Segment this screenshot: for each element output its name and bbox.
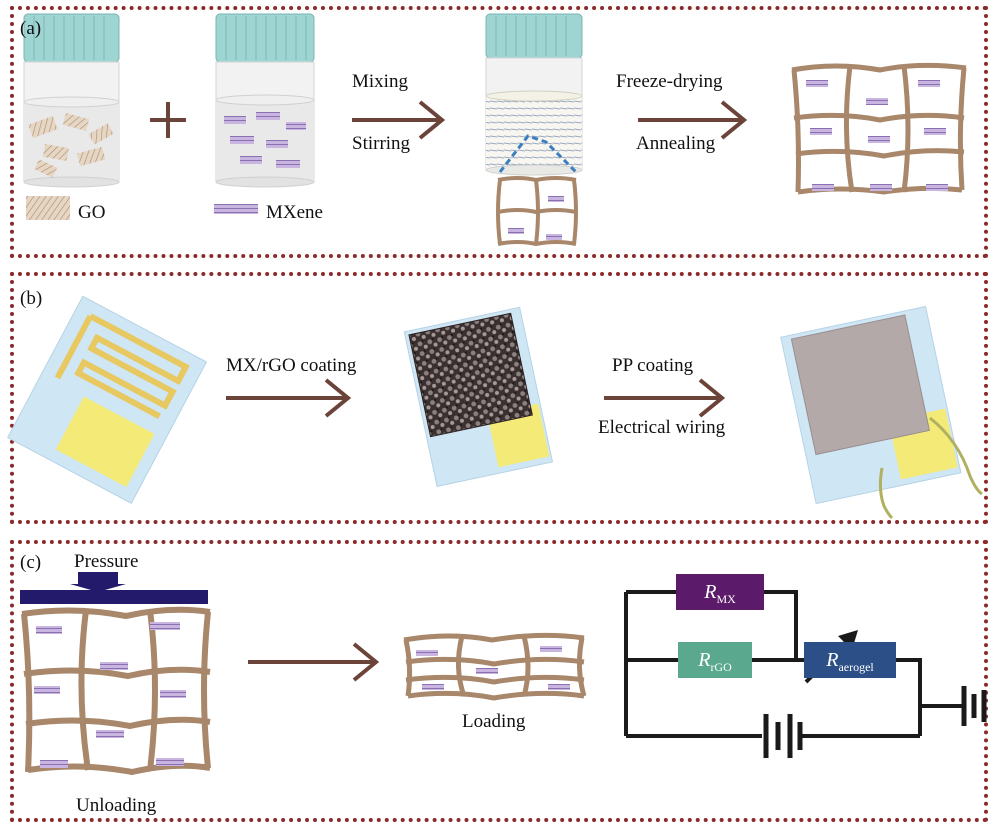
arrow-loading — [248, 642, 380, 682]
go-vial — [23, 13, 120, 188]
pressure-indicator — [20, 572, 208, 604]
plus-icon — [150, 102, 186, 138]
panel-a — [10, 6, 988, 258]
step-stirring-label: Stirring — [352, 133, 411, 154]
step-pp-coating-label: PP coating — [612, 355, 694, 376]
panel-c-label: (c) — [20, 552, 42, 573]
electrical-wires — [878, 416, 983, 520]
go-legend-icon — [26, 196, 70, 220]
step-mxrgo-coating-label: MX/rGO coating — [226, 355, 357, 376]
panel-c — [10, 540, 988, 822]
battery-right — [961, 686, 987, 726]
pressure-label: Pressure — [74, 551, 139, 572]
resistor-mx: RMX — [676, 574, 764, 610]
arrow-freeze-drying — [638, 100, 748, 140]
step-freeze-drying-label: Freeze-drying — [616, 71, 723, 92]
arrow-mxrgo-coating — [226, 378, 352, 418]
electrode-substrate — [7, 295, 208, 504]
arrow-pp-coating — [604, 378, 726, 418]
zoom-aerogel — [496, 176, 578, 247]
aerogel-loaded — [403, 632, 587, 701]
mxene-vial — [215, 13, 315, 188]
loading-label: Loading — [462, 711, 526, 732]
resistor-rgo: RrGO — [678, 642, 752, 678]
step-electrical-wiring-label: Electrical wiring — [598, 417, 726, 438]
legend-go-label: GO — [78, 202, 106, 223]
step-mixing-label: Mixing — [352, 71, 408, 92]
resistor-aerogel: Raerogel — [804, 642, 896, 678]
aerogel-loaded-mxene — [416, 646, 570, 690]
mxene-legend-icon — [214, 204, 258, 214]
coated-sensor — [403, 306, 554, 487]
mixture-vial — [485, 13, 583, 176]
aerogel-unloaded-mxene — [34, 622, 186, 768]
step-annealing-label: Annealing — [636, 133, 716, 154]
final-sensor — [780, 305, 962, 505]
circuit-wires — [624, 590, 962, 738]
battery-bottom — [763, 714, 803, 758]
legend-mxene-label: MXene — [266, 202, 323, 223]
panel-b — [10, 272, 988, 524]
panel-b-label: (b) — [20, 288, 43, 309]
arrow-mixing — [352, 100, 446, 140]
unloading-label: Unloading — [76, 795, 157, 816]
panel-a-label: (a) — [20, 18, 42, 39]
aerogel-mxene-a — [806, 80, 948, 191]
